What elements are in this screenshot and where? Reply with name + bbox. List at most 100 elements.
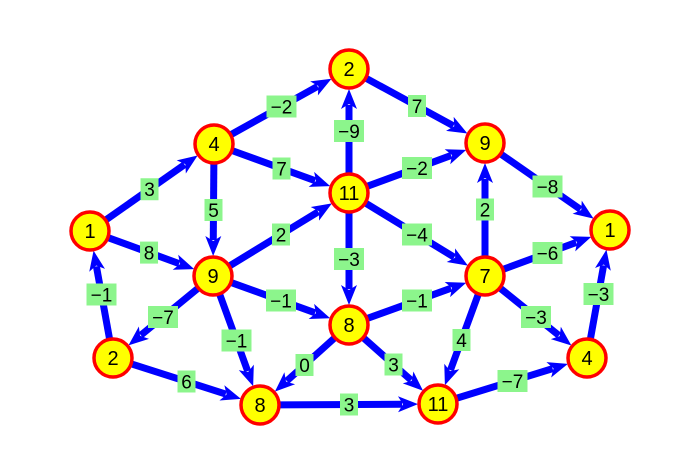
- edge-weight-text: −1: [270, 292, 292, 313]
- edge-weight-text: −7: [502, 372, 524, 393]
- arrowhead-icon: [446, 116, 468, 134]
- node-label: 9: [479, 133, 490, 155]
- node-n4L: 4: [193, 123, 235, 165]
- node-label: 8: [343, 315, 354, 337]
- edge-weight-text: −1: [226, 332, 248, 353]
- node-n9R: 9: [464, 122, 506, 164]
- node-n11C: 11: [328, 172, 370, 214]
- node-label: 4: [208, 134, 219, 156]
- edge-weight-text: 5: [208, 201, 219, 222]
- arrowhead-icon: [310, 203, 332, 221]
- arrowhead-icon: [595, 249, 611, 271]
- arrowhead-icon: [308, 303, 331, 319]
- node-label: 11: [428, 394, 449, 416]
- edge-weight-bg: [497, 370, 528, 392]
- edge-weight-bg: [402, 223, 432, 246]
- edge-weight-text: 6: [181, 373, 192, 394]
- arrowhead-icon: [446, 248, 468, 266]
- arrowhead-icon: [444, 363, 460, 386]
- node-n7: 7: [464, 255, 506, 297]
- node-label: 2: [343, 59, 354, 81]
- edge-weight-text: 0: [299, 356, 310, 377]
- arrowhead-icon: [444, 282, 467, 298]
- edge-weight-bg: [402, 289, 432, 312]
- edge-weight-label: −7: [497, 370, 528, 393]
- edge-weight-bg: [272, 157, 291, 180]
- edge-weight-text: 7: [412, 97, 423, 118]
- arrowhead-icon: [176, 155, 198, 174]
- edge-weight-text: 3: [144, 180, 155, 201]
- node-circle: [193, 123, 235, 165]
- edge-weight-text: 2: [276, 226, 287, 247]
- node-n4BR: 4: [566, 337, 608, 379]
- edge-weight-label: 5: [204, 199, 223, 222]
- edge-weight-text: −3: [338, 250, 360, 271]
- node-circle: [464, 122, 506, 164]
- edge-weight-text: 2: [480, 201, 491, 222]
- edge-weight-text: −3: [588, 285, 610, 306]
- edge-weight-bg: [266, 289, 296, 312]
- edge-weight-bg: [295, 354, 314, 376]
- edge-weight-label: −4: [402, 223, 432, 247]
- arrowhead-icon: [341, 285, 357, 305]
- edge-weight-text: 8: [144, 244, 155, 265]
- edge-weight-bg: [148, 306, 178, 328]
- node-label: 2: [107, 348, 118, 370]
- edge-weight-label: 7: [272, 157, 291, 181]
- arrowhead-icon: [546, 362, 568, 378]
- edge-weight-bg: [272, 223, 290, 246]
- edge-weight-text: 4: [456, 331, 467, 352]
- edge-weight-label: 0: [295, 354, 314, 377]
- arrowhead-icon: [308, 171, 331, 187]
- node-n1R: 1: [589, 209, 631, 251]
- edge-weight-label: 4: [452, 329, 471, 352]
- arrowhead-icon: [477, 163, 493, 183]
- arrowhead-icon: [238, 364, 254, 387]
- node-n8B: 8: [239, 384, 281, 426]
- edge-weight-label: −3: [334, 248, 364, 271]
- node-circle: [239, 384, 281, 426]
- node-circle: [92, 337, 134, 379]
- edge-weight-text: −2: [271, 98, 293, 119]
- edge-weight-text: −8: [537, 178, 559, 199]
- edge-weight-text: 7: [276, 160, 287, 181]
- arrowhead-icon: [128, 326, 150, 346]
- node-n1L: 1: [69, 210, 111, 252]
- edge-weight-bg: [221, 329, 252, 352]
- node-circle: [464, 255, 506, 297]
- arrowhead-icon: [172, 254, 195, 270]
- node-circle: [328, 172, 370, 214]
- edge-weight-label: 8: [140, 241, 159, 265]
- node-label: 4: [581, 348, 592, 370]
- arrowhead-icon: [444, 149, 467, 165]
- edge-weight-label: −7: [148, 306, 178, 329]
- edge-weight-bg: [334, 248, 364, 270]
- edge-weight-bg: [266, 95, 297, 118]
- node-circle: [192, 255, 234, 297]
- edge-weight-label: 6: [177, 370, 196, 394]
- edge-weight-label: −1: [402, 289, 432, 313]
- node-circle: [417, 383, 459, 425]
- edge-weight-bg: [583, 283, 614, 305]
- node-label: 1: [604, 220, 615, 242]
- edge-weight-text: −7: [152, 308, 174, 329]
- edge-weight-bg: [452, 329, 471, 351]
- edge-weight-label: 2: [476, 198, 494, 222]
- node-n2BL: 2: [92, 337, 134, 379]
- edge-weight-bg: [140, 241, 159, 264]
- arrowhead-icon: [569, 236, 592, 252]
- edge-weight-label: −1: [221, 329, 252, 353]
- arrowhead-icon: [397, 396, 419, 413]
- edge-weight-label: −8: [532, 175, 563, 199]
- edge-weight-bg: [402, 157, 432, 179]
- arrowhead-icon: [310, 78, 332, 96]
- node-n8C: 8: [328, 304, 370, 346]
- node-label: 8: [254, 395, 265, 417]
- edge-weight-text: −4: [406, 226, 428, 247]
- edge-weight-text: −2: [406, 159, 428, 180]
- arrowhead-icon: [341, 89, 357, 109]
- edge-weight-text: 3: [388, 356, 399, 377]
